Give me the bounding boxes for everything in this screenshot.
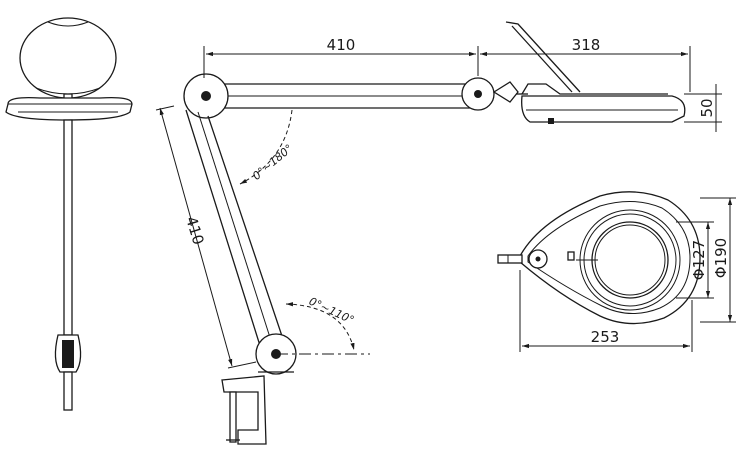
dim-lower-arm: 410 xyxy=(155,105,257,369)
lid-arm xyxy=(511,25,573,93)
lens-ring xyxy=(591,221,669,299)
angle-elbow: 0°~180° xyxy=(239,109,295,185)
upper-arm xyxy=(200,83,478,109)
front-view xyxy=(5,17,133,411)
dim-head-height-label: 50 xyxy=(698,98,716,117)
dim-head-width-label: 253 xyxy=(591,328,620,346)
side-clamp xyxy=(221,375,267,445)
angle-base-label: 0°~110° xyxy=(307,295,356,327)
dim-head-length-label: 318 xyxy=(572,36,601,54)
front-lens-shell xyxy=(19,17,117,99)
dim-lower-arm-label: 410 xyxy=(182,214,208,247)
dim-upper-arm-label: 410 xyxy=(327,36,356,54)
angle-base: 0°~110° xyxy=(285,295,356,351)
front-pole xyxy=(63,119,73,336)
head-body xyxy=(521,95,686,123)
dim-head-height: 50 xyxy=(684,84,722,132)
dim-lens-diameter: Φ127 xyxy=(676,221,714,299)
wing-knob xyxy=(492,81,519,103)
angle-elbow-label: 0°~180° xyxy=(250,142,295,183)
dim-head-width: 253 xyxy=(519,270,693,352)
dim-upper-arm: 410 xyxy=(203,36,479,78)
front-head-disc xyxy=(5,96,133,121)
dim-head-length: 318 xyxy=(480,36,691,92)
top-view xyxy=(497,191,701,325)
dim-lens-diameter-label: Φ127 xyxy=(690,240,708,280)
dim-ring-diameter-label: Φ190 xyxy=(712,238,730,278)
dim-ring-diameter: Φ190 xyxy=(700,197,736,323)
